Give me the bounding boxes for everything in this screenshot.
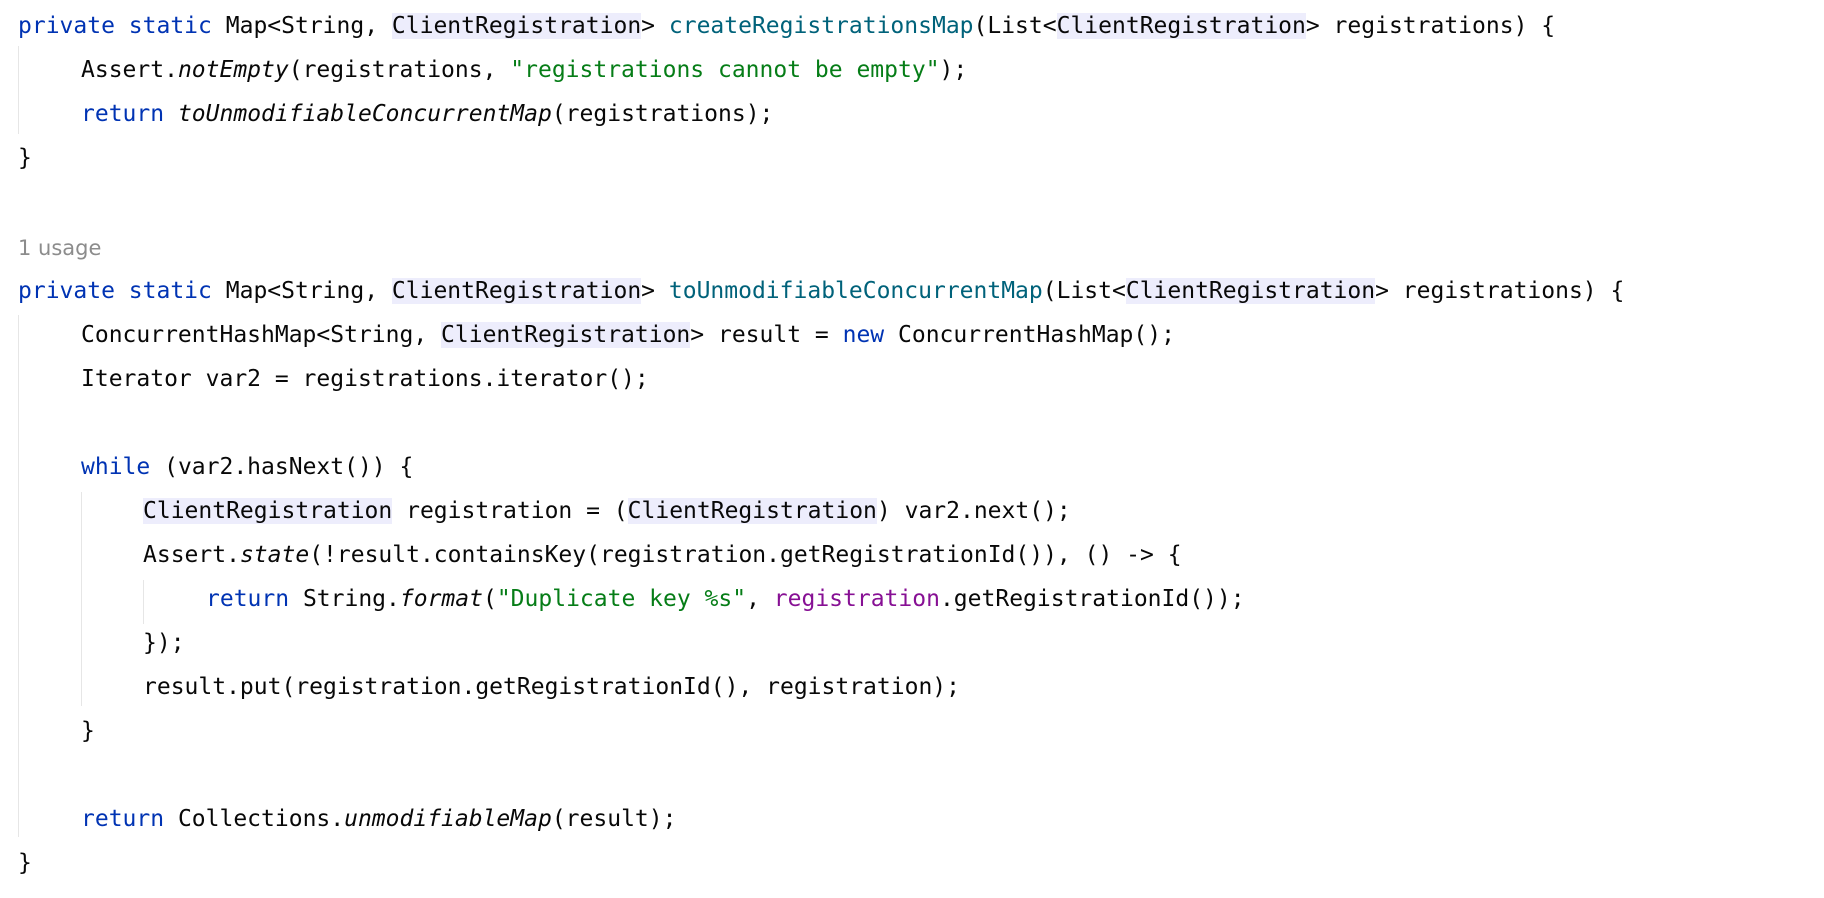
type-token: ClientRegistration (391, 13, 642, 39)
keyword: private (18, 13, 115, 39)
string-literal: "registrations cannot be empty" (510, 57, 940, 83)
code-line[interactable]: result.put(registration.getRegistrationI… (143, 665, 960, 709)
type-token: ClientRegistration (1056, 13, 1306, 39)
keyword: static (128, 278, 212, 304)
keyword: return (81, 101, 165, 127)
code-line[interactable]: ConcurrentHashMap<String, ClientRegistra… (81, 313, 1175, 357)
keyword: private (18, 278, 115, 304)
code-token: (var2.hasNext()) { (150, 454, 414, 480)
type-token: ClientRegistration (627, 498, 877, 524)
code-token: registration = ( (392, 498, 628, 524)
code-token: ConcurrentHashMap(); (884, 322, 1175, 348)
type-token: Map<String, (225, 13, 392, 39)
code-line[interactable]: } (18, 841, 32, 885)
method-call: format (399, 586, 483, 612)
code-token: result.put(registration.getRegistrationI… (143, 674, 960, 700)
code-token: } (18, 145, 32, 171)
code-token: > result = (690, 322, 843, 348)
keyword: return (81, 806, 165, 832)
code-line[interactable]: return String.format("Duplicate key %s",… (206, 577, 1245, 621)
type-token: ClientRegistration (391, 278, 642, 304)
usage-hint[interactable]: 1 usage (18, 236, 102, 260)
code-token: > registrations) { (1305, 13, 1556, 39)
captured-variable: registration (773, 586, 940, 612)
code-line[interactable]: while (var2.hasNext()) { (81, 445, 413, 489)
code-token: (!result.containsKey(registration.getReg… (309, 542, 1182, 568)
code-token: } (18, 850, 32, 876)
method-call: state (239, 542, 310, 568)
keyword: static (128, 13, 212, 39)
method-name: createRegistrationsMap (668, 13, 974, 39)
code-token: Iterator var2 = registrations.iterator()… (81, 366, 649, 392)
type-token: ConcurrentHashMap<String, (81, 322, 442, 348)
indent-guide (81, 492, 82, 706)
indent-guide (143, 580, 144, 624)
code-token: (List< (1042, 278, 1126, 304)
code-line[interactable]: private static Map<String, ClientRegistr… (18, 269, 1624, 313)
code-line[interactable]: }); (143, 621, 185, 665)
code-token: (List< (973, 13, 1057, 39)
code-token: , (746, 586, 774, 612)
code-line[interactable]: } (81, 709, 95, 753)
method-call: unmodifiableMap (344, 806, 552, 832)
keyword: while (81, 454, 151, 480)
type-token: ClientRegistration (441, 322, 691, 348)
code-line[interactable]: Assert.state(!result.containsKey(registr… (143, 533, 1182, 577)
code-token: > registrations) { (1375, 278, 1625, 304)
code-line[interactable]: Assert.notEmpty(registrations, "registra… (81, 48, 967, 92)
type-token: ClientRegistration (1125, 278, 1376, 304)
code-line[interactable]: ClientRegistration registration = (Clien… (143, 489, 1071, 533)
code-token: Assert. (143, 542, 240, 568)
code-token: String. (289, 586, 400, 612)
code-token: Assert. (81, 57, 178, 83)
code-token: (result); (551, 806, 677, 832)
keyword: new (842, 322, 885, 348)
string-literal: "Duplicate key %s" (496, 586, 747, 612)
code-line[interactable]: } (18, 136, 32, 180)
keyword: return (206, 586, 290, 612)
code-token: } (81, 718, 95, 744)
method-name: toUnmodifiableConcurrentMap (668, 278, 1043, 304)
code-token: ) var2.next(); (876, 498, 1071, 524)
code-token: ( (482, 586, 497, 612)
indent-guide (18, 46, 19, 134)
code-line[interactable]: private static Map<String, ClientRegistr… (18, 4, 1555, 48)
code-token: }); (143, 630, 185, 656)
code-token: .getRegistrationId()); (939, 586, 1245, 612)
code-token: (registrations, (288, 57, 511, 83)
code-token: Collections. (164, 806, 345, 832)
indent-guide (18, 315, 19, 837)
method-call: toUnmodifiableConcurrentMap (177, 101, 552, 127)
method-call: notEmpty (177, 57, 289, 83)
code-token: ); (939, 57, 968, 83)
code-line[interactable]: return toUnmodifiableConcurrentMap(regis… (81, 92, 773, 136)
type-token: ClientRegistration (143, 498, 393, 524)
code-line[interactable]: return Collections.unmodifiableMap(resul… (81, 797, 676, 841)
code-token: > (641, 278, 669, 304)
code-line[interactable]: Iterator var2 = registrations.iterator()… (81, 357, 649, 401)
code-token: (registrations); (551, 101, 774, 127)
code-token: > (641, 13, 669, 39)
type-token: Map<String, (225, 278, 392, 304)
